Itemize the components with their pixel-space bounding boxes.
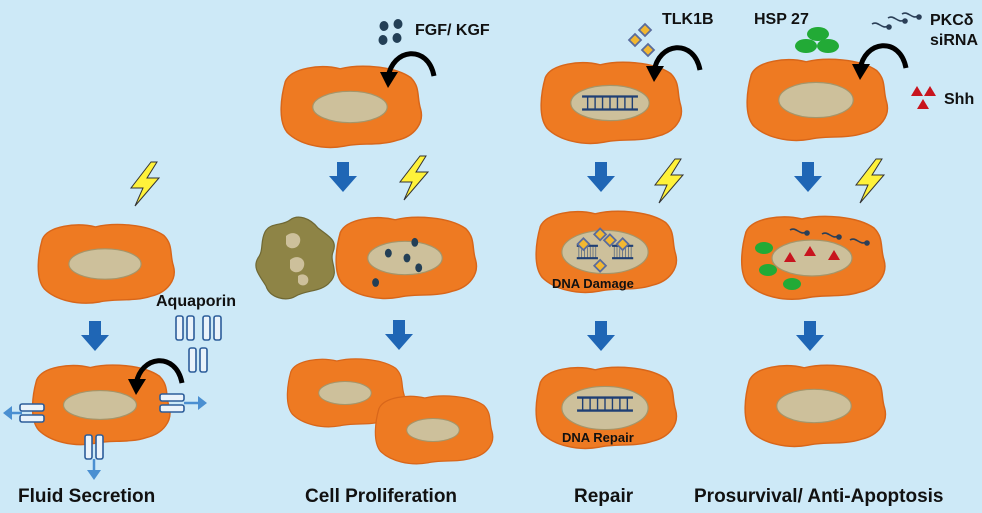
aquaporin-channel-icon — [202, 315, 222, 341]
water-efflux-arrowhead-right — [198, 396, 207, 410]
anti-apoptosis-panel: HSP 27 PKCδ siRNA Shh — [694, 11, 978, 507]
hsp27-cluster-icon — [795, 27, 839, 53]
down-arrow-icon — [385, 320, 413, 350]
water-efflux-arrowhead-left — [3, 406, 12, 420]
cell-survived — [744, 364, 887, 448]
daughter-cell-2 — [374, 395, 494, 465]
cell-initial — [280, 65, 423, 149]
down-arrow-icon — [81, 321, 109, 351]
lightning-bolt-icon — [855, 158, 885, 204]
cell-proliferating — [335, 216, 478, 300]
cell-proliferation-panel: FGF/ KGF — [255, 19, 494, 507]
panel-title-repair: Repair — [574, 486, 634, 507]
down-arrow-icon — [587, 321, 615, 351]
aquaporin-cluster — [175, 315, 222, 373]
panel-title-fluid-secretion: Fluid Secretion — [18, 486, 155, 507]
pkc-sirna-icon — [871, 12, 923, 31]
cell-secreting — [31, 364, 171, 446]
curved-arrow-icon — [128, 361, 182, 395]
cell-protected — [740, 215, 886, 300]
curved-arrow-icon — [646, 48, 700, 82]
hsp27-label: HSP 27 — [754, 11, 809, 28]
water-efflux-arrowhead-bottom — [87, 470, 101, 480]
pkc-label: PKCδ — [930, 12, 974, 29]
dna-repair-label: DNA Repair — [562, 430, 634, 445]
fgf-kgf-label: FGF/ KGF — [415, 22, 490, 39]
lightning-bolt-icon — [654, 158, 684, 204]
lightning-bolt-icon — [399, 155, 429, 201]
cell-repaired — [535, 366, 678, 450]
repair-panel: TLK1B DNA Damage — [535, 11, 714, 507]
damaged-cell — [255, 216, 335, 300]
cell-damaged-dna — [535, 210, 678, 294]
down-arrow-icon — [329, 162, 357, 192]
fluid-secretion-panel: Aquaporin Fluid Secretion — [3, 161, 236, 507]
growth-factor-dots-icon — [378, 19, 403, 45]
aquaporin-channel-icon — [188, 347, 208, 373]
tlk1b-label: TLK1B — [662, 11, 714, 28]
panel-title-anti-apoptosis: Prosurvival/ Anti-Apoptosis — [694, 486, 944, 507]
down-arrow-icon — [796, 321, 824, 351]
cell-initial — [540, 61, 683, 145]
down-arrow-icon — [794, 162, 822, 192]
dna-damage-label: DNA Damage — [552, 276, 634, 291]
cell-initial — [37, 223, 175, 304]
sirna-label: siRNA — [930, 32, 978, 49]
panel-title-cell-proliferation: Cell Proliferation — [305, 486, 457, 507]
aquaporin-channel-icon — [175, 315, 195, 341]
lightning-bolt-icon — [130, 161, 160, 207]
aquaporin-label: Aquaporin — [156, 293, 236, 310]
curved-arrow-icon — [852, 46, 906, 80]
down-arrow-icon — [587, 162, 615, 192]
shh-label: Shh — [944, 91, 974, 108]
curved-arrow-icon — [380, 54, 434, 88]
shh-triangles-icon — [911, 86, 936, 109]
cell-initial — [746, 58, 889, 142]
tlk1b-diamonds-icon — [628, 23, 655, 57]
daughter-cell-1 — [286, 358, 406, 428]
